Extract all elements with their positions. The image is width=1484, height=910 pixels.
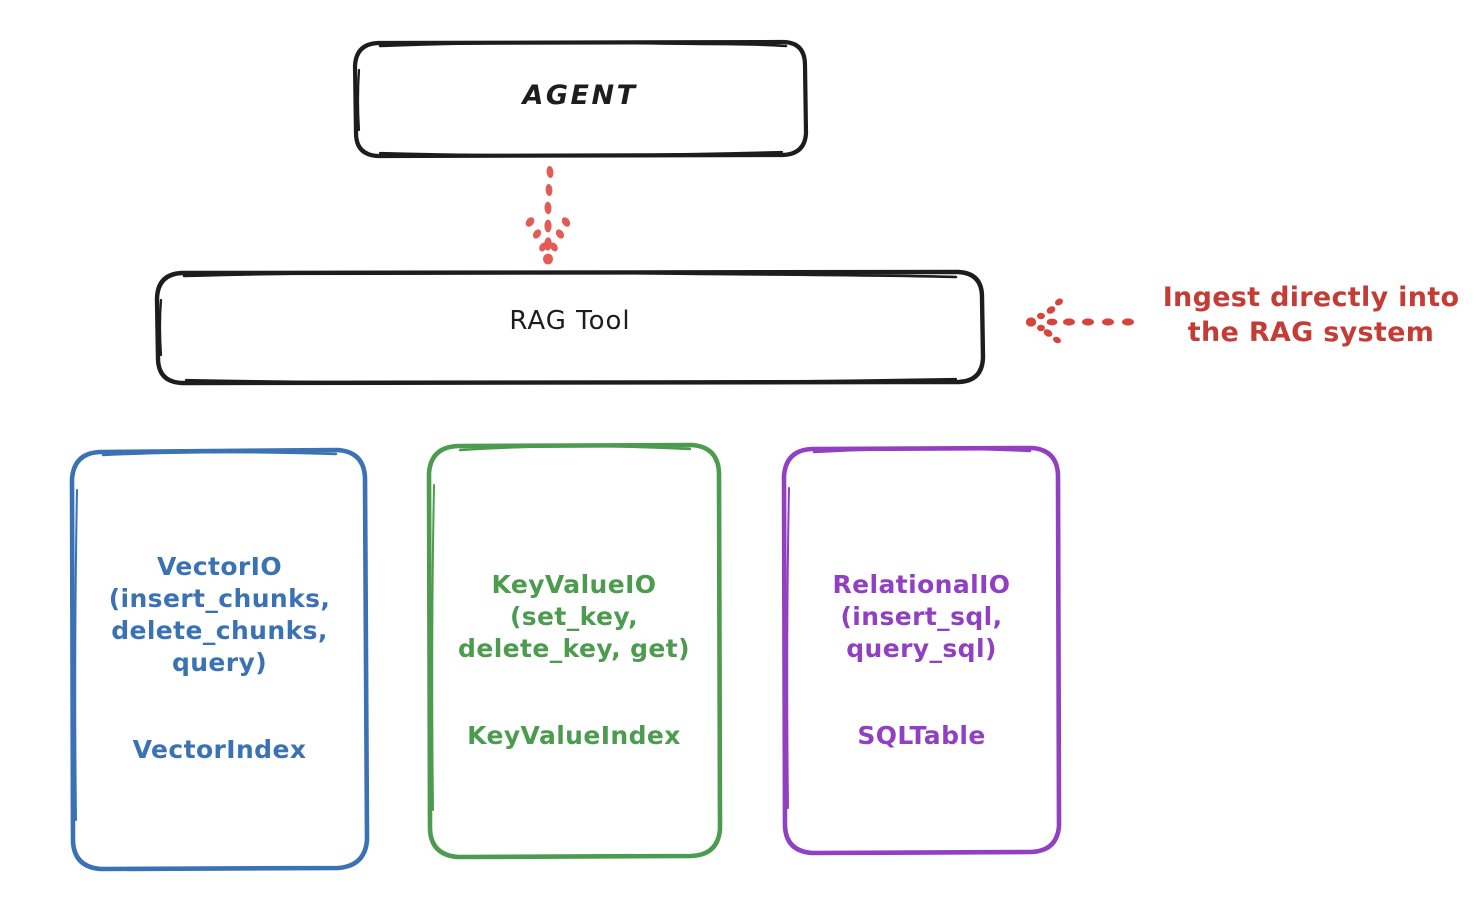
vector-io-node-shape[interactable] bbox=[69, 447, 370, 872]
key-value-io-index: KeyValueIndex bbox=[467, 720, 681, 750]
agent-to-rag-arrow bbox=[525, 166, 571, 265]
vector-io-index: VectorIndex bbox=[132, 734, 307, 764]
rag-tool-node-shape[interactable] bbox=[154, 269, 986, 386]
key-value-io-title: KeyValueIO (set_key, delete_key, get) bbox=[458, 569, 690, 663]
relational-io-title: RelationalIO (insert_sql, query_sql) bbox=[832, 569, 1011, 663]
relational-io-node-label: RelationalIO (insert_sql, query_sql) SQL… bbox=[783, 548, 1060, 773]
ingest-arrow bbox=[1025, 298, 1134, 344]
agent-node-label: AGENT bbox=[522, 80, 638, 111]
vector-io-node-label: VectorIO (insert_chunks, delete_chunks, … bbox=[72, 530, 367, 787]
rag-tool-node-label: RAG Tool bbox=[509, 306, 631, 336]
vector-io-title: VectorIO (insert_chunks, delete_chunks, … bbox=[108, 551, 331, 677]
key-value-io-node-label: KeyValueIO (set_key, delete_key, get) Ke… bbox=[428, 548, 720, 773]
relational-io-node-shape[interactable] bbox=[781, 445, 1062, 856]
key-value-io-node-shape[interactable] bbox=[426, 442, 723, 860]
agent-node-shape[interactable] bbox=[352, 39, 809, 159]
relational-io-index: SQLTable bbox=[857, 720, 986, 750]
ingest-annotation-text: Ingest directly into the RAG system bbox=[1162, 282, 1460, 349]
